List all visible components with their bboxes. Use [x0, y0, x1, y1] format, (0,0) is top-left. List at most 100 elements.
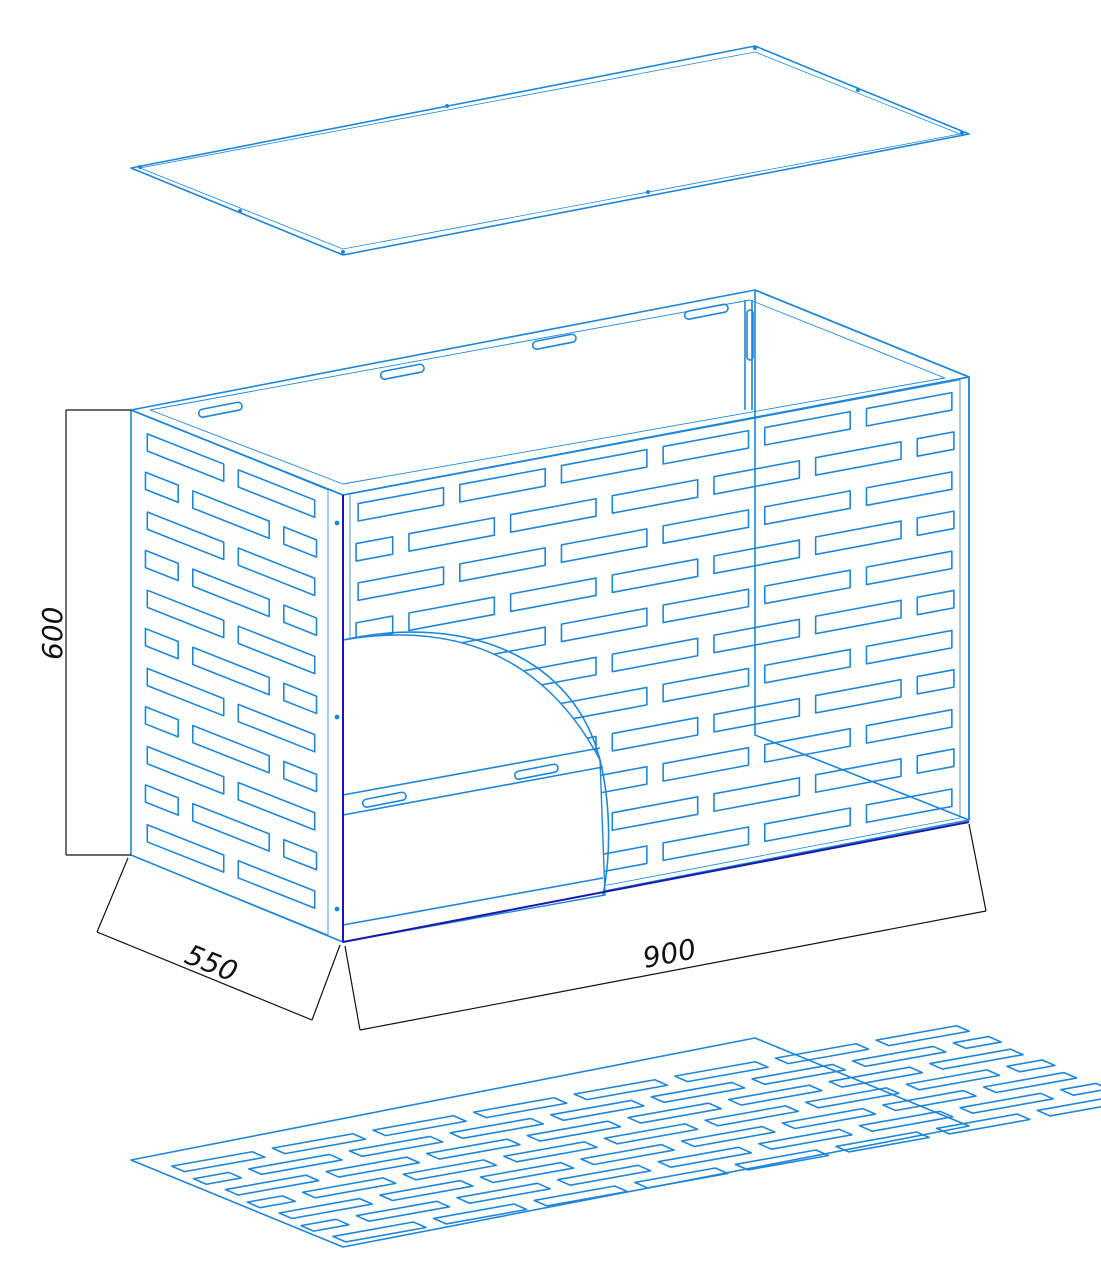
brick-slot	[611, 796, 699, 832]
brick-slot	[146, 511, 225, 561]
brick-slot	[560, 448, 648, 484]
box-body	[130, 289, 970, 943]
brick-slot	[282, 604, 318, 637]
brick-slot	[814, 758, 902, 794]
brick-slot	[560, 528, 648, 564]
floor-slot	[935, 1113, 1031, 1135]
brick-slot	[144, 705, 180, 738]
brick-slot	[237, 703, 316, 753]
brick-slot	[763, 648, 852, 684]
brick-slot	[408, 516, 496, 552]
floor-slot	[556, 1164, 652, 1187]
floor-slot	[952, 1035, 1002, 1050]
floor-slot	[170, 1150, 266, 1173]
floor-slot	[875, 1024, 971, 1047]
floor-slot	[929, 1048, 1024, 1070]
floor-slot	[627, 1102, 722, 1124]
left-side-panel	[130, 409, 344, 943]
brick-slot	[713, 539, 801, 575]
floor-slot	[580, 1143, 676, 1166]
mount-hole	[138, 165, 142, 169]
floor-slot	[479, 1161, 575, 1184]
brick-slot	[916, 748, 955, 775]
brick-slot	[146, 745, 225, 795]
brick-slot	[191, 490, 271, 540]
floor-slot	[449, 1117, 545, 1140]
floor-slot	[301, 1177, 397, 1199]
top-lid	[130, 45, 970, 256]
brick-slot	[237, 859, 316, 909]
brick-slot	[865, 550, 953, 586]
floor-slot	[432, 1203, 528, 1225]
floor-slot	[982, 1071, 1078, 1094]
floor-slot	[959, 1092, 1055, 1115]
brick-slot	[713, 777, 801, 813]
lid-mount-holes	[138, 46, 964, 254]
brick-slot	[814, 440, 902, 476]
floor-slot	[192, 1171, 243, 1186]
brick-slot	[509, 497, 597, 533]
floor-slot	[402, 1159, 498, 1181]
brick-slot	[237, 469, 316, 519]
floor-slot	[882, 1089, 977, 1112]
brick-slot	[662, 429, 750, 465]
brick-slot	[916, 668, 955, 695]
brick-slot	[144, 627, 180, 660]
brick-slot	[144, 549, 180, 582]
brick-slot	[662, 826, 750, 862]
brick-slot	[191, 724, 271, 774]
mount-hole	[238, 209, 242, 213]
brick-slot	[713, 459, 801, 495]
mount-hole	[445, 104, 449, 108]
floor-slot	[325, 1156, 421, 1178]
floor-slot	[573, 1078, 669, 1101]
brick-slot	[763, 569, 852, 605]
dimension-height: 600	[36, 409, 131, 856]
brick-slot	[814, 520, 902, 556]
floor-slot	[774, 1042, 870, 1065]
brick-slot	[357, 486, 445, 522]
floor-slot	[533, 1185, 629, 1207]
brick-slot	[814, 599, 902, 635]
floor-slot	[246, 1195, 296, 1209]
brick-slot	[509, 577, 597, 613]
floor-slot	[804, 1087, 900, 1109]
dimension-depth: 550	[96, 857, 341, 1021]
floor-slot	[858, 1110, 954, 1133]
floor-slot	[348, 1135, 444, 1158]
floor-slot	[758, 1128, 853, 1151]
brick-slot	[865, 391, 953, 427]
brick-slot	[611, 478, 699, 514]
brick-slot	[282, 526, 318, 558]
floor-slot	[332, 1221, 427, 1243]
floor-slot	[355, 1200, 451, 1223]
floor-slot	[781, 1107, 877, 1130]
brick-slot	[237, 547, 316, 597]
bottom-plate	[130, 1024, 1101, 1248]
brick-slot	[763, 410, 852, 446]
brick-slot	[146, 667, 225, 717]
brick-slot	[611, 637, 699, 673]
brick-slot	[611, 558, 699, 594]
brick-slot	[763, 490, 852, 526]
floor-slot	[425, 1138, 521, 1160]
floor-slot	[278, 1197, 374, 1220]
floor-slot	[526, 1120, 622, 1142]
brick-slot	[144, 784, 180, 816]
floor-slot	[503, 1141, 598, 1163]
top-rail-slots	[197, 303, 729, 418]
brick-slot	[282, 682, 318, 715]
floor-slot	[300, 1218, 350, 1232]
brick-slot	[191, 802, 271, 852]
floor-slot	[1036, 1098, 1101, 1117]
front-panel	[334, 376, 970, 943]
brick-slot	[237, 781, 316, 831]
floor-slot	[271, 1132, 367, 1155]
floor-slot	[603, 1123, 699, 1145]
brick-slot	[865, 788, 953, 824]
floor-slot	[650, 1081, 746, 1104]
floor-slot	[1059, 1082, 1101, 1097]
brick-slot	[282, 838, 318, 871]
floor-slot	[674, 1060, 769, 1083]
